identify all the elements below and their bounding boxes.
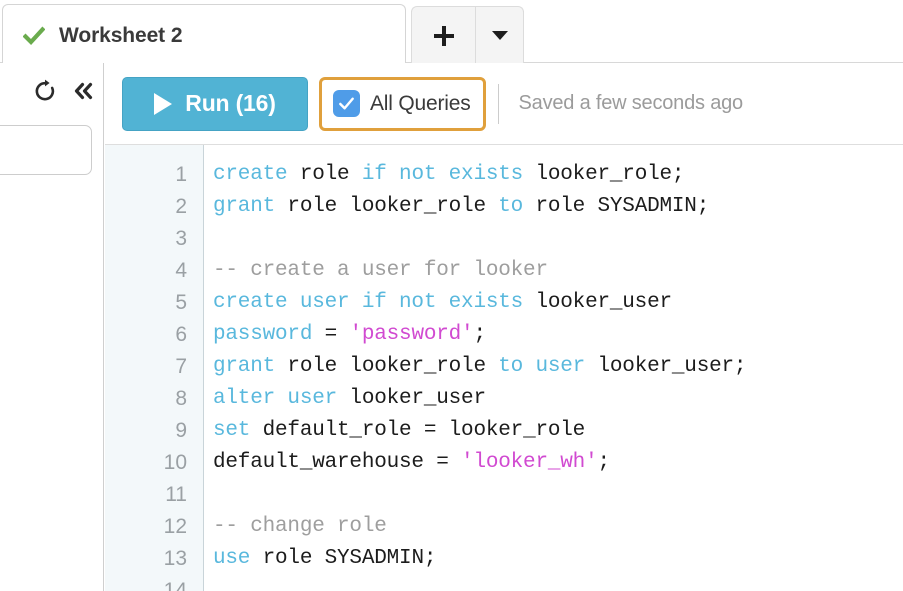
code-token: role SYSADMIN;	[523, 195, 710, 218]
line-number: 13	[163, 547, 187, 570]
code-token: grant	[213, 195, 276, 218]
double-chevron-left-icon[interactable]	[71, 79, 95, 103]
code-line	[213, 223, 903, 255]
tab-worksheet-2[interactable]: Worksheet 2	[2, 4, 406, 66]
line-number: 5	[175, 291, 187, 314]
code-token: 'looker_wh'	[461, 451, 598, 474]
code-token: =	[312, 323, 350, 346]
code-token: ;	[597, 451, 610, 474]
code-token: default_role = looker_role	[250, 419, 586, 442]
code-token: looker_role;	[523, 163, 685, 186]
code-token: -- create a user for looker	[213, 259, 548, 282]
saved-status: Saved a few seconds ago	[518, 92, 744, 114]
worksheet-menu-button[interactable]	[475, 6, 524, 64]
code-token: default_warehouse =	[213, 451, 462, 474]
code-line: password = 'password';	[213, 319, 903, 351]
run-button[interactable]: Run (16)	[122, 76, 308, 131]
code-token: -- change role	[213, 515, 387, 538]
chevron-down-icon	[491, 31, 508, 40]
add-worksheet-button[interactable]	[411, 6, 475, 64]
checkbox-box[interactable]	[333, 90, 360, 117]
line-number: 14	[163, 579, 187, 591]
tab-title: Worksheet 2	[59, 23, 183, 47]
line-number: 7	[175, 355, 187, 378]
code-token: role looker_role	[275, 355, 499, 378]
rail-search-input[interactable]	[0, 125, 92, 175]
line-number: 11	[165, 483, 187, 506]
code-token: 'password'	[349, 323, 474, 346]
line-number: 2	[175, 195, 187, 218]
code-line: create user if not exists looker_user	[213, 287, 903, 319]
code-line: grant role looker_role to role SYSADMIN;	[213, 191, 903, 223]
code-line: -- change role	[213, 511, 903, 543]
worksheet-toolbar: Run (16) All Queries Saved a few seconds…	[105, 63, 903, 145]
code-token: grant	[213, 355, 276, 378]
code-token: role SYSADMIN;	[250, 547, 437, 570]
code-token: set	[213, 419, 251, 442]
code-line: create role if not exists looker_role;	[213, 159, 903, 191]
code-token: looker_user	[523, 291, 672, 314]
code-token: create	[213, 163, 288, 186]
line-number: 6	[175, 323, 187, 346]
code-token: create user if not exists	[213, 291, 524, 314]
all-queries-checkbox[interactable]: All Queries	[319, 76, 486, 131]
code-line: grant role looker_role to user looker_us…	[213, 351, 903, 383]
code-token: password	[213, 323, 313, 346]
code-token: to user	[498, 355, 586, 378]
line-number: 3	[175, 227, 187, 250]
toolbar-divider	[497, 83, 499, 124]
checkmark-icon	[339, 97, 354, 110]
left-rail	[0, 63, 104, 591]
line-number: 10	[163, 451, 187, 474]
code-token: ;	[473, 323, 486, 346]
code-line	[213, 479, 903, 511]
check-icon	[23, 26, 45, 45]
line-number: 12	[163, 515, 187, 538]
code-token: to	[498, 195, 524, 218]
code-token: if not exists	[361, 163, 524, 186]
rail-icon-group	[33, 79, 95, 103]
refresh-icon[interactable]	[33, 79, 57, 103]
code-line	[213, 575, 903, 591]
plus-icon	[433, 25, 454, 46]
run-button-label: Run (16)	[185, 90, 276, 116]
code-line: alter user looker_user	[213, 383, 903, 415]
code-line: -- create a user for looker	[213, 255, 903, 287]
code-token: looker_user	[337, 387, 486, 410]
tab-bar: Worksheet 2	[0, 0, 903, 66]
play-icon	[154, 92, 173, 115]
line-number: 1	[175, 163, 187, 186]
code-token: alter user	[213, 387, 338, 410]
all-queries-label: All Queries	[370, 91, 471, 115]
code-line: use role SYSADMIN;	[213, 543, 903, 575]
line-number: 4	[175, 259, 187, 282]
line-number: 9	[175, 419, 187, 442]
tab-add-group	[411, 6, 524, 64]
code-token: looker_user;	[585, 355, 747, 378]
line-number: 8	[175, 387, 187, 410]
code-line: default_warehouse = 'looker_wh';	[213, 447, 903, 479]
code-token: role	[287, 163, 362, 186]
code-token: use	[213, 547, 251, 570]
code-area[interactable]: create role if not exists looker_role;gr…	[204, 145, 903, 591]
code-token: role looker_role	[275, 195, 499, 218]
code-line: set default_role = looker_role	[213, 415, 903, 447]
